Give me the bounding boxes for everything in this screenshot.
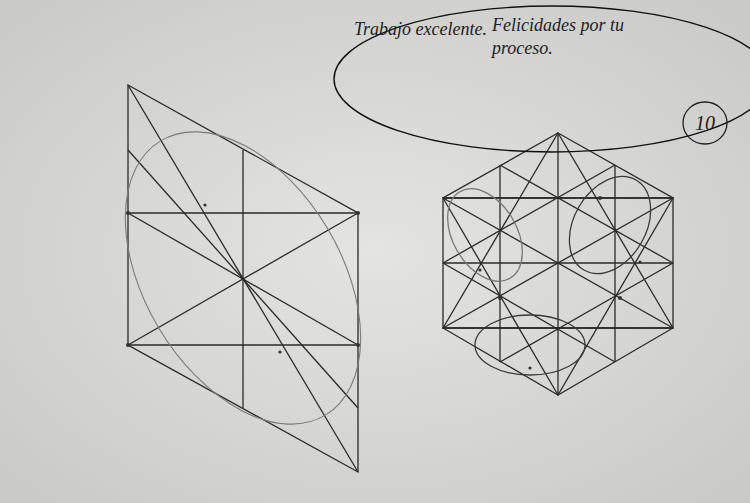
comment-ellipse: Trabajo excelente.Felicidades por tu pro… xyxy=(332,4,750,154)
handwritten-note: Felicidades por tu proceso. xyxy=(492,14,642,59)
grade-number: 10 xyxy=(695,111,715,136)
grade-circle: 10 xyxy=(682,100,728,146)
